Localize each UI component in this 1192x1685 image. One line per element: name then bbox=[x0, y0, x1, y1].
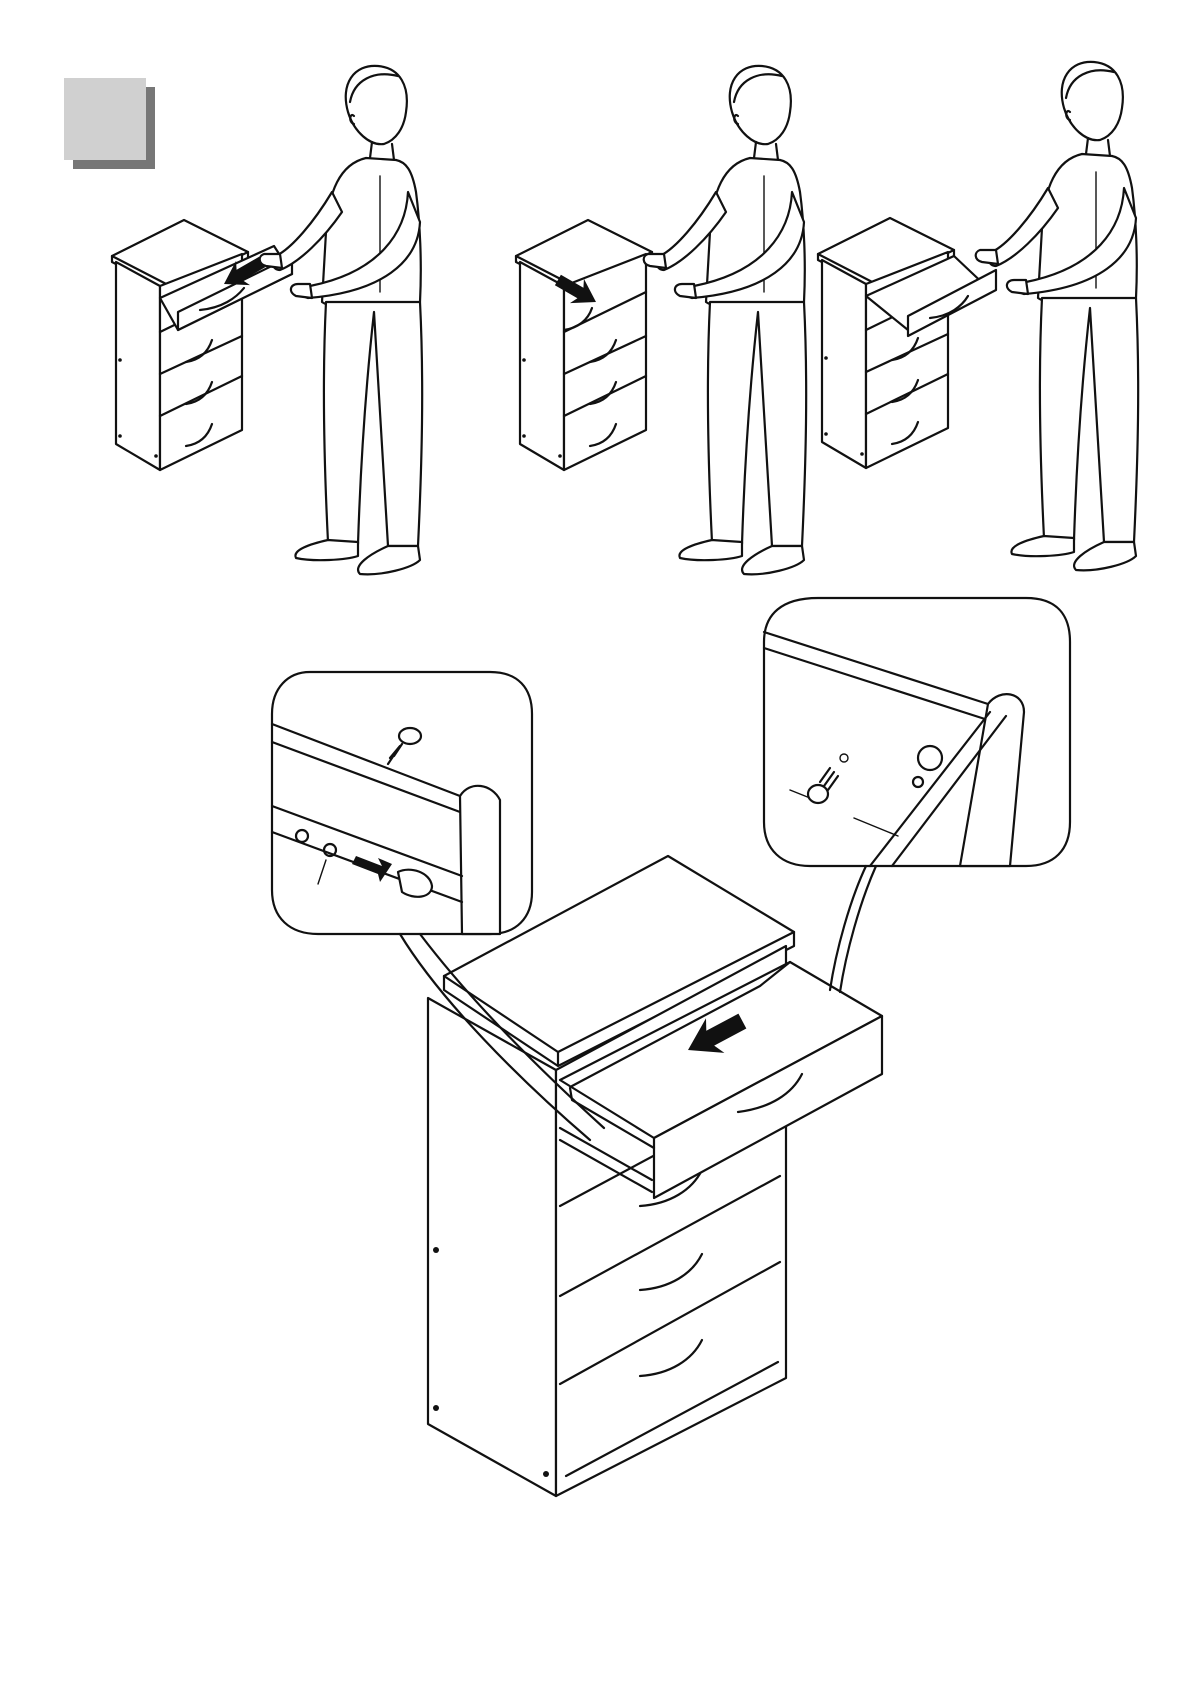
panel-3-illustration bbox=[818, 62, 1138, 570]
callout-side-screw-detail bbox=[764, 598, 1070, 992]
panel-2-illustration bbox=[516, 66, 806, 574]
main-chest-illustration bbox=[428, 856, 882, 1496]
panel-1-illustration bbox=[112, 66, 422, 574]
